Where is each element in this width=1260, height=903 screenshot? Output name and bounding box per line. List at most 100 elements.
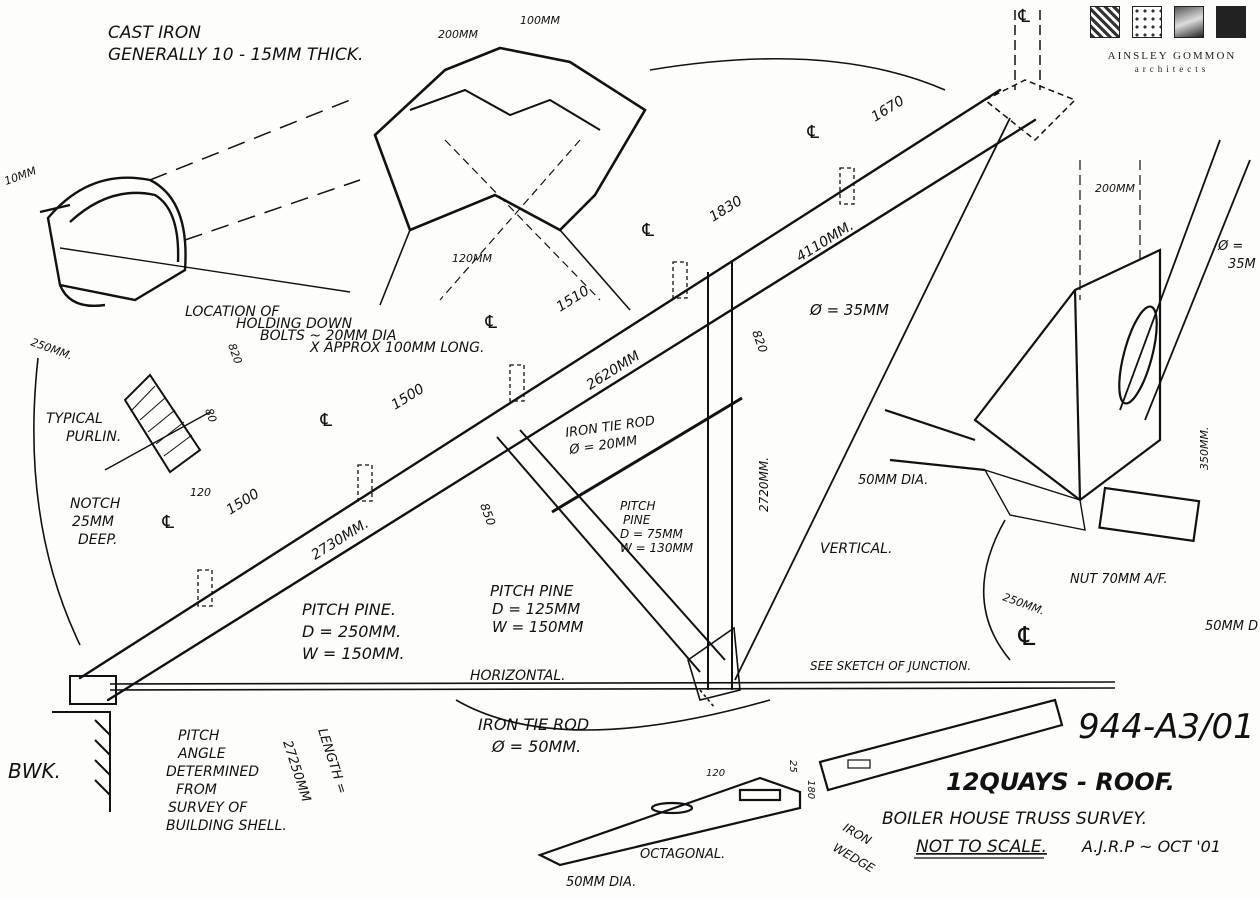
centre-line-symbol: ℄ [483, 312, 499, 333]
logo-tile-1 [1090, 6, 1120, 38]
dim-120-purlin: 120 [190, 486, 211, 499]
logo-tile-2 [1132, 6, 1162, 38]
logo-tile-3 [1174, 6, 1204, 38]
centre-line-symbol: ℄ [1016, 6, 1032, 27]
strut-member [496, 429, 726, 673]
centre-line-marks: ℄ ℄ ℄ ℄ ℄ ℄ ℄ [160, 6, 1038, 652]
label-pitch: PITCH [620, 499, 656, 513]
tie-rod-horizontal [109, 681, 1116, 691]
label-pitch-angle-1: PITCH [178, 728, 220, 744]
label-dia-right: Ø = [1217, 239, 1243, 254]
dim-200-right: 200MM [1095, 182, 1135, 195]
label-tie-rod-50: Ø = 50MM. [491, 737, 581, 756]
centre-line-symbol: ℄ [640, 220, 656, 241]
purlin-marks [197, 167, 855, 607]
label-width-150-main: W = 150MM. [302, 644, 405, 663]
label-width-130: W = 130MM [620, 541, 694, 555]
label-pitch-angle-4: FROM [176, 782, 217, 798]
purlin-section [104, 373, 211, 474]
note-bolts: BOLTS ~ 20MM DIA [260, 328, 396, 344]
dim-250: 250MM. [29, 336, 74, 363]
note-location: LOCATION OF [185, 304, 280, 320]
dim-1670: 1670 [869, 93, 908, 125]
dim-180: 180 [805, 780, 816, 799]
label-length-value: 27250MM [279, 739, 313, 804]
main-rafter [78, 88, 1037, 702]
cast-iron-apex-sketch [373, 46, 647, 311]
drawing-subject: BOILER HOUSE TRUSS SURVEY. [882, 809, 1147, 829]
note-cast-iron-thickness: GENERALLY 10 - 15MM THICK. [108, 45, 363, 65]
firm-logo: AINSLEY GOMMON architects [1088, 6, 1256, 76]
label-brickwork: BWK. [8, 759, 61, 783]
centre-line-symbol: ℄ [160, 512, 176, 533]
dim-80: 80 [202, 407, 219, 425]
project-title: 12QUAYS - ROOF. [946, 768, 1175, 796]
label-iron: IRON [841, 820, 874, 847]
small-tie-rod [551, 396, 743, 514]
bearing-wall [52, 675, 117, 812]
note-cast-iron: CAST IRON [108, 23, 201, 43]
leader-curves [33, 57, 1011, 731]
dim-120-junction: 120 [706, 768, 725, 779]
logo-firm-sub: architects [1134, 64, 1210, 74]
dim-25: 25 [787, 760, 798, 773]
label-dia-35: Ø = 35MM [809, 301, 889, 319]
label-50mm-bottom: 50MM DIA. [566, 875, 636, 890]
label-iron-tie-rod-main: IRON TIE ROD [478, 715, 589, 734]
dim-820: 820 [225, 342, 244, 366]
dim-100: 100MM [520, 14, 560, 27]
apex-detail [983, 10, 1077, 142]
logo-firm-name: AINSLEY GOMMON [1107, 50, 1237, 62]
label-width-150-mid: W = 150MM [492, 618, 584, 636]
dim-1500-a: 1500 [224, 486, 263, 518]
label-vertical: VERTICAL. [820, 541, 892, 557]
label-notch: NOTCH [70, 496, 121, 512]
dim-10mm: 10MM [3, 164, 39, 188]
label-nut: NUT 70MM A/F. [1070, 572, 1168, 587]
junction-box [687, 626, 741, 709]
dim-200: 200MM [438, 28, 478, 41]
note-holding-down: HOLDING DOWN [236, 316, 353, 332]
dim-1830: 1830 [707, 193, 746, 225]
label-see-sketch: SEE SKETCH OF JUNCTION. [810, 659, 971, 673]
dim-4110: 4110MM. [794, 218, 857, 266]
label-notch-deep: DEEP. [78, 532, 117, 548]
label-typical: TYPICAL [46, 411, 103, 427]
label-dia-right-value: 35M [1228, 257, 1256, 272]
label-pitch-pine-main: PITCH PINE. [302, 600, 396, 619]
centre-line-symbol: ℄ [318, 410, 334, 431]
cast-iron-shoe-sketch [39, 99, 361, 307]
dim-820-b: 820 [749, 328, 770, 355]
dim-350: 350MM. [1198, 427, 1211, 470]
dim-1500-b: 1500 [389, 381, 428, 413]
label-pitch-angle-5: SURVEY OF [168, 800, 248, 816]
annotations: CAST IRON GENERALLY 10 - 15MM THICK. 200… [3, 14, 1259, 890]
title-block: 944-A3/01 12QUAYS - ROOF. BOILER HOUSE T… [882, 707, 1255, 859]
dim-120mm: 120MM [452, 252, 492, 265]
centre-line-symbol: ℄ [805, 122, 821, 143]
drawing-number: 944-A3/01 [1078, 707, 1255, 747]
label-depth-75: D = 75MM [620, 527, 684, 541]
logo-tile-4 [1216, 6, 1246, 38]
label-length: LENGTH = [314, 727, 349, 796]
label-horizontal: HORIZONTAL. [470, 668, 566, 684]
centre-line-symbol: ℄ [1015, 622, 1038, 652]
label-purlin: PURLIN. [66, 429, 121, 445]
label-pine: PINE [623, 513, 651, 527]
label-octagonal: OCTAGONAL. [640, 847, 725, 862]
label-50mm-dia-right: 50MM DIA. [858, 473, 928, 488]
junction-detail-sketch [884, 139, 1251, 543]
scale-note: NOT TO SCALE. [916, 837, 1047, 857]
author-date: A.J.R.P ~ OCT '01 [1081, 837, 1221, 856]
label-notch-depth: 25MM [72, 514, 114, 530]
label-wedge: WEDGE [831, 840, 878, 875]
label-pitch-angle-6: BUILDING SHELL. [166, 818, 287, 834]
dim-250-right: 250MM. [1001, 591, 1046, 618]
diagonal-tie [734, 117, 1011, 681]
dim-2720: 2720MM. [757, 457, 771, 512]
wedge-detail-sketch [537, 698, 1064, 867]
label-depth-125: D = 125MM [492, 600, 580, 618]
note-approx: X APPROX 100MM LONG. [309, 340, 484, 356]
